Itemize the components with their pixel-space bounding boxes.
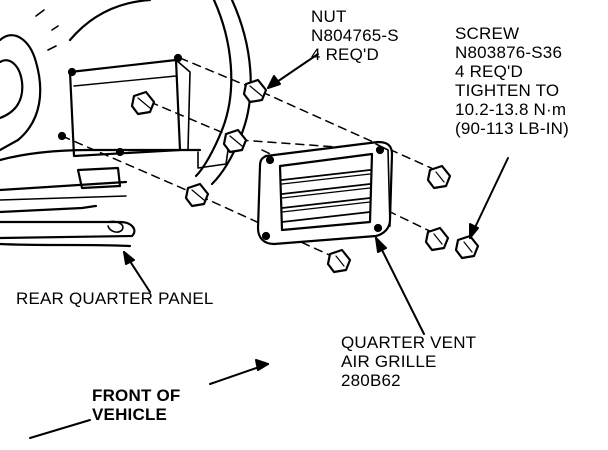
screw-callout: SCREW N803876-S36 4 REQ'D TIGHTEN TO 10.… (455, 24, 569, 138)
grille-callout-line-2: AIR GRILLE (341, 352, 437, 371)
nut-3 (222, 128, 248, 154)
grille-callout: QUARTER VENT AIR GRILLE 280B62 (341, 333, 476, 390)
grille-callout-line-3: 280B62 (341, 371, 401, 390)
screw-callout-line-3: 4 REQ'D (455, 62, 523, 81)
screw-2 (424, 226, 450, 252)
screw-callout-line-5: 10.2-13.8 N·m (455, 100, 567, 119)
front-of-vehicle-label: FRONT OF VEHICLE (92, 386, 180, 424)
rear-quarter-panel (0, 0, 252, 248)
nut-callout: NUT N804765-S 4 REQ'D (311, 7, 399, 64)
front-of-vehicle-line-2: VEHICLE (92, 405, 168, 424)
screw-1 (426, 164, 452, 190)
leader-arrows (29, 53, 509, 439)
front-of-vehicle-line-1: FRONT OF (92, 386, 181, 405)
grille-leader (375, 237, 425, 335)
screw-callout-line-2: N803876-S36 (455, 43, 563, 62)
nut-callout-line-3: 4 REQ'D (311, 45, 379, 64)
nut-fasteners (130, 78, 268, 208)
nut-2 (130, 90, 156, 116)
screw-4 (326, 248, 352, 274)
screw-callout-line-6: (90-113 LB-IN) (455, 119, 569, 138)
panel-opening (57, 53, 191, 158)
screw-callout-line-1: SCREW (455, 24, 520, 43)
rear-quarter-panel-label: REAR QUARTER PANEL (16, 289, 214, 308)
nut-callout-line-2: N804765-S (311, 26, 399, 45)
nut-1 (242, 78, 268, 104)
rear-quarter-panel-line-1: REAR QUARTER PANEL (16, 289, 214, 308)
screw-callout-line-4: TIGHTEN TO (455, 81, 560, 100)
nut-4 (184, 182, 210, 208)
grille-callout-line-1: QUARTER VENT (341, 333, 477, 352)
quarter-vent-air-grille (256, 140, 394, 246)
nut-callout-line-1: NUT (311, 7, 347, 26)
screw-leader (469, 157, 509, 239)
screw-3 (454, 234, 480, 260)
screw-fasteners (326, 164, 480, 274)
